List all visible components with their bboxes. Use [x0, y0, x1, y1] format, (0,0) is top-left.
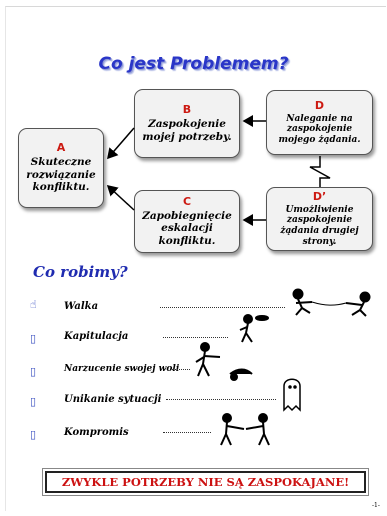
dotted-leader [163, 337, 228, 338]
box-b-letter: B [182, 103, 192, 117]
box-d-letter: D [314, 98, 325, 112]
bullet-square-icon: ▯ [30, 332, 37, 345]
zigzag-connector [309, 156, 331, 187]
arrow-b-to-a [107, 127, 135, 160]
box-c: C Zapobiegnięcie eskalacji konfliktu. [134, 190, 240, 253]
conclusion-banner: ZWYKLE POTRZEBY NIE SĄ ZASPOKAJANE! [42, 468, 369, 496]
behavior-label-walka: Walka [64, 301, 99, 312]
behavior-label-kapitulacja: Kapitulacja [64, 331, 129, 342]
avoidance-figure [283, 378, 301, 412]
box-d: D Naleganie na zaspokojenie mojego żądan… [266, 90, 373, 155]
box-d-prime-text: Umożliwienie zaspokojenie żądania drugie… [280, 204, 359, 247]
behavior-label-narzucenie: Narzucenie swojej woli [64, 364, 180, 374]
behavior-label-kompromis: Kompromis [64, 427, 129, 438]
page-number: -1- [372, 502, 380, 509]
box-c-text: Zapobiegnięcie eskalacji konfliktu. [142, 209, 232, 247]
dotted-leader [172, 369, 190, 370]
bullet-square-icon: ▯ [30, 428, 37, 441]
box-c-letter: C [182, 194, 192, 208]
box-a-text: Skuteczne rozwiązanie konfliktu. [26, 156, 96, 194]
dotted-leader [166, 399, 276, 400]
page-frame [5, 6, 386, 511]
tug-of-war-figure [292, 288, 371, 317]
compromise-figure [220, 413, 270, 446]
section-title: Co robimy? [33, 263, 128, 281]
dotted-leader [163, 432, 211, 433]
box-b-text: Zaspokojenie mojej potrzeby. [142, 118, 232, 143]
bullet-square-icon: ▯ [30, 395, 37, 408]
imposing-will-figure [195, 342, 253, 381]
box-b: B Zaspokojenie mojej potrzeby. [134, 89, 240, 158]
arrow-c-to-a [106, 184, 135, 211]
box-d-text: Naleganie na zaspokojenie mojego żądania… [278, 113, 361, 145]
hand-pointer-icon: ☝ [30, 298, 37, 311]
behavior-label-unikanie: Unikanie sytuacji [64, 394, 162, 405]
box-d-prime: D’ Umożliwienie zaspokojenie żądania dru… [266, 187, 373, 251]
box-d-prime-letter: D’ [312, 189, 327, 203]
box-a: A Skuteczne rozwiązanie konfliktu. [18, 128, 104, 208]
box-a-letter: A [56, 141, 66, 155]
page-title: Co jest Problemem? [98, 54, 289, 74]
bullet-square-icon: ▯ [30, 365, 37, 378]
capitulation-figure [239, 314, 269, 343]
dotted-leader [160, 307, 285, 308]
